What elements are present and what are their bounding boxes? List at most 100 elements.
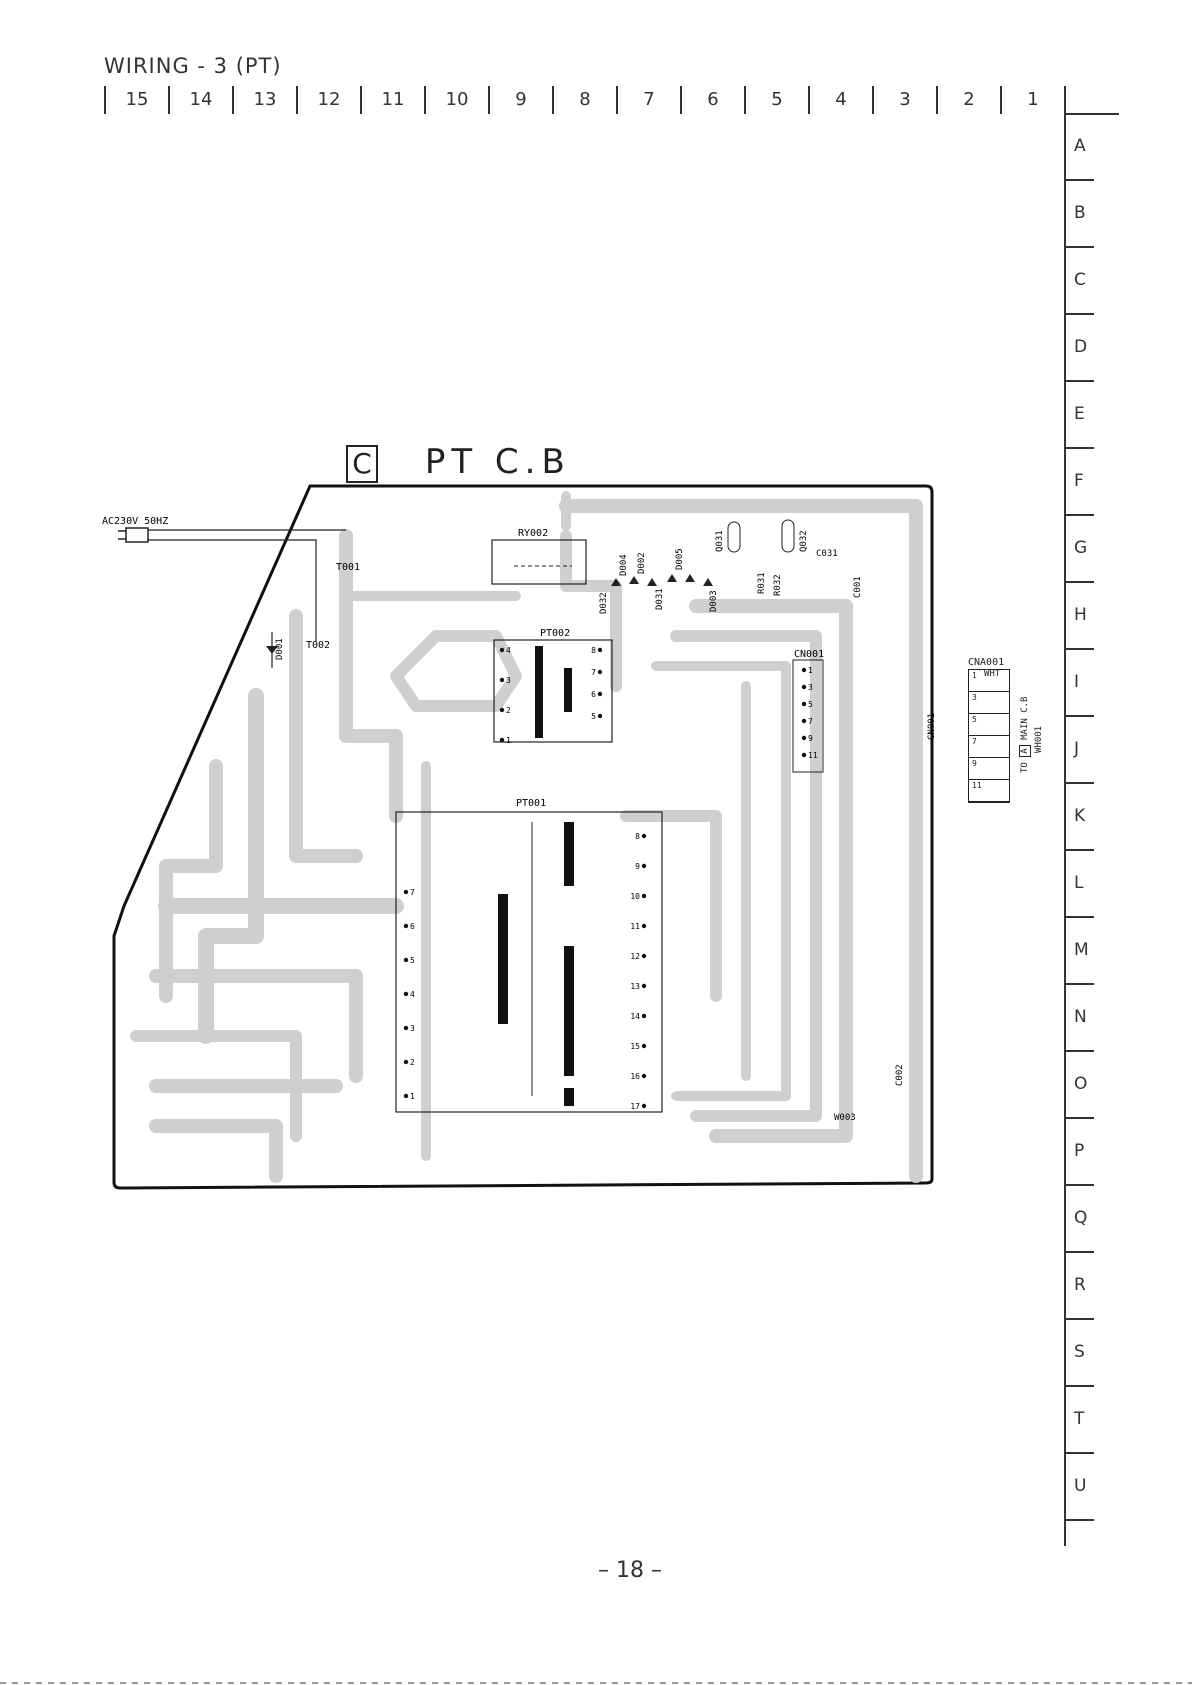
pt002-pin-2-dot bbox=[499, 707, 505, 713]
pt001-pin-3: 3 bbox=[410, 1024, 415, 1033]
t001-label: T001 bbox=[336, 562, 360, 573]
column-end-tick bbox=[1064, 86, 1066, 114]
cn001-pin-9: 9 bbox=[808, 734, 813, 743]
row-P: P bbox=[1066, 1119, 1094, 1186]
d001-diode: D001 bbox=[266, 632, 285, 668]
bottom-rule bbox=[0, 1682, 1192, 1684]
pt001-label: PT001 bbox=[516, 798, 546, 809]
row-E: E bbox=[1066, 382, 1094, 449]
cn001-pin-5: 5 bbox=[808, 700, 813, 709]
wh001-label: WH001 bbox=[1034, 725, 1044, 753]
pt001-pin-1-dot bbox=[403, 1093, 409, 1099]
board-label-text: PT C.B bbox=[424, 442, 571, 482]
cn001-pin-1-dot bbox=[801, 667, 807, 673]
cna001-pin-3: 3 bbox=[969, 692, 1009, 714]
pt001-pin-11-dot bbox=[641, 923, 647, 929]
ry002-label: RY002 bbox=[518, 528, 548, 539]
row-G: G bbox=[1066, 516, 1094, 583]
column-4: 4 bbox=[808, 86, 872, 114]
pt001-pin-10-dot bbox=[641, 893, 647, 899]
row-N: N bbox=[1066, 985, 1094, 1052]
q032-label: Q032 bbox=[799, 530, 809, 552]
d032-label: D032 bbox=[599, 592, 609, 614]
cna001-pin-7: 7 bbox=[969, 736, 1009, 758]
d003-label: D003 bbox=[709, 590, 719, 612]
cna001-pin-5: 5 bbox=[969, 714, 1009, 736]
row-S: S bbox=[1066, 1320, 1094, 1387]
pt002-pin-6-dot bbox=[597, 691, 603, 697]
cn001-pin-5-dot bbox=[801, 701, 807, 707]
cna001-pin-11: 11 bbox=[969, 780, 1009, 802]
cn001-pin-3: 3 bbox=[808, 683, 813, 692]
column-2: 2 bbox=[936, 86, 1000, 114]
pt002-pin-3-dot bbox=[499, 677, 505, 683]
d031-label: D031 bbox=[655, 588, 665, 610]
pt001-pin-6-dot bbox=[403, 923, 409, 929]
pt001-pin-7-dot bbox=[403, 889, 409, 895]
pt001-pin-14-dot bbox=[641, 1013, 647, 1019]
column-14: 14 bbox=[168, 86, 232, 114]
row-R: R bbox=[1066, 1253, 1094, 1320]
column-11: 11 bbox=[360, 86, 424, 114]
cn001-pin-1: 1 bbox=[808, 666, 813, 675]
pt001-pin-17-dot bbox=[641, 1103, 647, 1109]
pt001-pin-9-dot bbox=[641, 863, 647, 869]
pt002-pin-3: 3 bbox=[506, 676, 511, 685]
pt002-pin-7: 7 bbox=[591, 668, 596, 677]
cn001-side-label: CN001 bbox=[927, 713, 937, 740]
cn001-pin-11: 11 bbox=[808, 751, 818, 760]
column-9: 9 bbox=[488, 86, 552, 114]
pt001-pin-8-dot bbox=[641, 833, 647, 839]
t002-label: T002 bbox=[306, 640, 330, 651]
column-10: 10 bbox=[424, 86, 488, 114]
board-label-letter: C bbox=[346, 445, 378, 483]
cna001-pin-9: 9 bbox=[969, 758, 1009, 780]
pt001-pin-16-dot bbox=[641, 1073, 647, 1079]
main-cb-label: MAIN C.B bbox=[1020, 696, 1030, 740]
pt002-pin-4: 4 bbox=[506, 646, 511, 655]
row-D: D bbox=[1066, 315, 1094, 382]
power-label: AC230V 50HZ bbox=[102, 516, 168, 527]
row-A: A bbox=[1066, 114, 1094, 181]
cn001-pin-7: 7 bbox=[808, 717, 813, 726]
pt001-pin-5-dot bbox=[403, 957, 409, 963]
column-5: 5 bbox=[744, 86, 808, 114]
row-L: L bbox=[1066, 851, 1094, 918]
pcb-diagram: AC230V 50HZ T001 T002 D001 RY002 D032 D0… bbox=[102, 484, 937, 1190]
pt001-pin-13: 13 bbox=[630, 982, 640, 991]
page-number: – 18 – bbox=[598, 1558, 662, 1583]
cn001-pin-7-dot bbox=[801, 718, 807, 724]
row-F: F bbox=[1066, 449, 1094, 516]
row-Q: Q bbox=[1066, 1186, 1094, 1253]
c002-label: C002 bbox=[895, 1064, 905, 1086]
row-I: I bbox=[1066, 650, 1094, 717]
cna001-label: CNA001 bbox=[968, 657, 1005, 668]
to-label: TO bbox=[1020, 762, 1030, 773]
pt001-pin-15-dot bbox=[641, 1043, 647, 1049]
row-K: K bbox=[1066, 784, 1094, 851]
column-12: 12 bbox=[296, 86, 360, 114]
row-J: J bbox=[1066, 717, 1094, 784]
pt002-pin-5: 5 bbox=[591, 712, 596, 721]
row-O: O bbox=[1066, 1052, 1094, 1119]
diode-bank: D032 D004 D002 D031 D005 D003 bbox=[599, 548, 719, 614]
column-15: 15 bbox=[104, 86, 168, 114]
page-title: WIRING - 3 (PT) bbox=[104, 54, 282, 78]
r031-label: R031 bbox=[757, 572, 767, 594]
ac-power-input: AC230V 50HZ bbox=[102, 516, 346, 642]
pt001-pin-8: 8 bbox=[635, 832, 640, 841]
pt001-pin-6: 6 bbox=[410, 922, 415, 931]
pt001-pin-2: 2 bbox=[410, 1058, 415, 1067]
q031-label: Q031 bbox=[715, 530, 725, 552]
w003-label: W003 bbox=[834, 1113, 856, 1123]
grid-corner-line bbox=[1064, 113, 1119, 115]
pt001-pin-11: 11 bbox=[630, 922, 640, 931]
column-13: 13 bbox=[232, 86, 296, 114]
row-C: C bbox=[1066, 248, 1094, 315]
row-H: H bbox=[1066, 583, 1094, 650]
cn001-pin-3-dot bbox=[801, 684, 807, 690]
pt001-pin-4-dot bbox=[403, 991, 409, 997]
